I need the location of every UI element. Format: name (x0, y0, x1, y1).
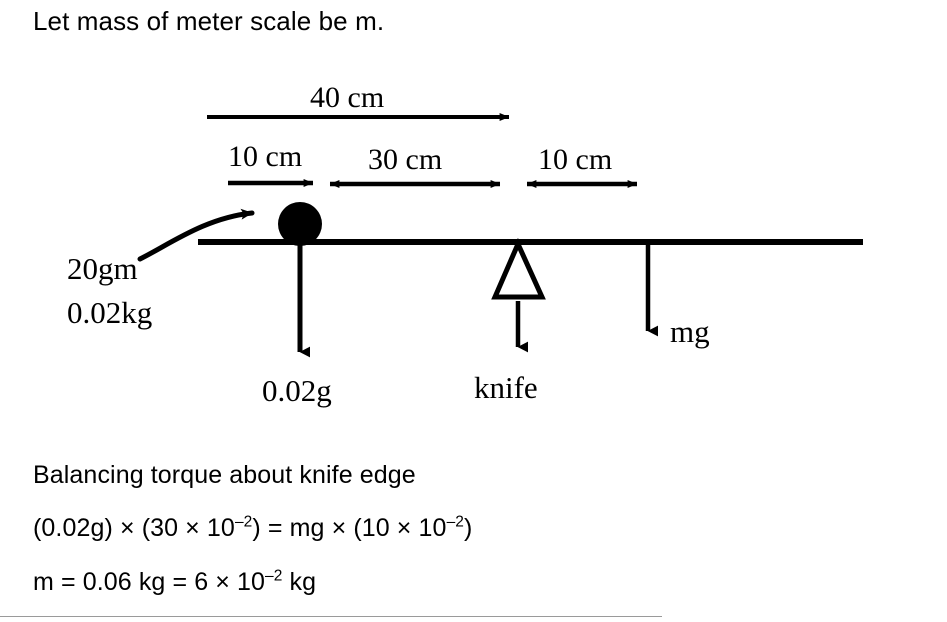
mass-callout-arrow (137, 208, 255, 262)
result-lead: m = 0.06 kg = 6 × 10 (33, 568, 266, 596)
force-label-mg: mg (670, 314, 710, 349)
equation-lhs-exponent: –2 (234, 513, 253, 531)
mass-label-grams: 20gm (67, 251, 138, 286)
dimension-label-10cm-left: 10 cm (228, 140, 303, 173)
dimension-label-30cm: 30 cm (368, 143, 443, 176)
equation-close-paren: ) (464, 514, 473, 542)
equation-rhs-exponent: –2 (446, 513, 465, 531)
dimension-label-10cm-right: 10 cm (538, 143, 613, 176)
result-tail: kg (282, 568, 317, 596)
force-label-knife: knife (474, 370, 538, 405)
mass-label-kilograms: 0.02kg (67, 295, 153, 330)
equation-lhs: (0.02g) × (30 × 10 (33, 514, 235, 542)
derivation-result: m = 0.06 kg = 6 × 10–2 kg (33, 568, 316, 597)
equation-middle: ) = mg × (10 × 10 (252, 514, 447, 542)
result-exponent: –2 (265, 567, 283, 585)
knife-edge-triangle (491, 237, 546, 300)
derivation-heading: Balancing torque about knife edge (33, 461, 416, 489)
intro-statement: Let mass of meter scale be m. (33, 6, 385, 36)
force-label-weight-left: 0.02g (262, 373, 332, 408)
bottom-divider (0, 616, 662, 617)
mass-ball (278, 202, 322, 246)
derivation-equation: (0.02g) × (30 × 10–2) = mg × (10 × 10–2) (33, 514, 472, 543)
dimension-label-40cm: 40 cm (310, 81, 385, 114)
